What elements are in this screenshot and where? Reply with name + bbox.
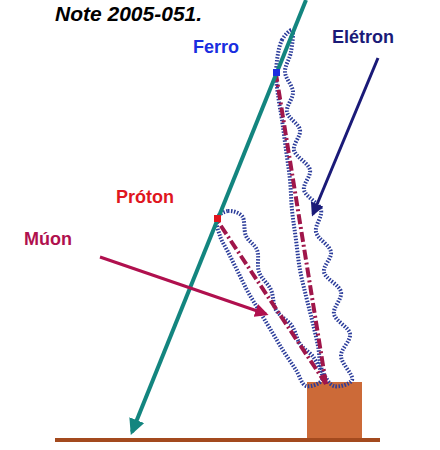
iron-point — [273, 69, 280, 76]
proton-shower — [216, 211, 322, 386]
note-title: Note 2005-051. — [55, 2, 202, 25]
cosmic-ray-axis — [132, 0, 306, 432]
iron-label: Ferro — [193, 38, 239, 58]
electron-leader — [313, 58, 378, 214]
proton-point — [214, 215, 221, 222]
electron-label: Elétron — [332, 28, 394, 48]
ground-line — [55, 438, 380, 442]
iron-track — [276, 74, 326, 384]
muon-leader — [100, 257, 266, 314]
muon-label: Múon — [24, 230, 72, 250]
detector-box — [307, 382, 362, 438]
proton-label: Próton — [116, 188, 174, 208]
